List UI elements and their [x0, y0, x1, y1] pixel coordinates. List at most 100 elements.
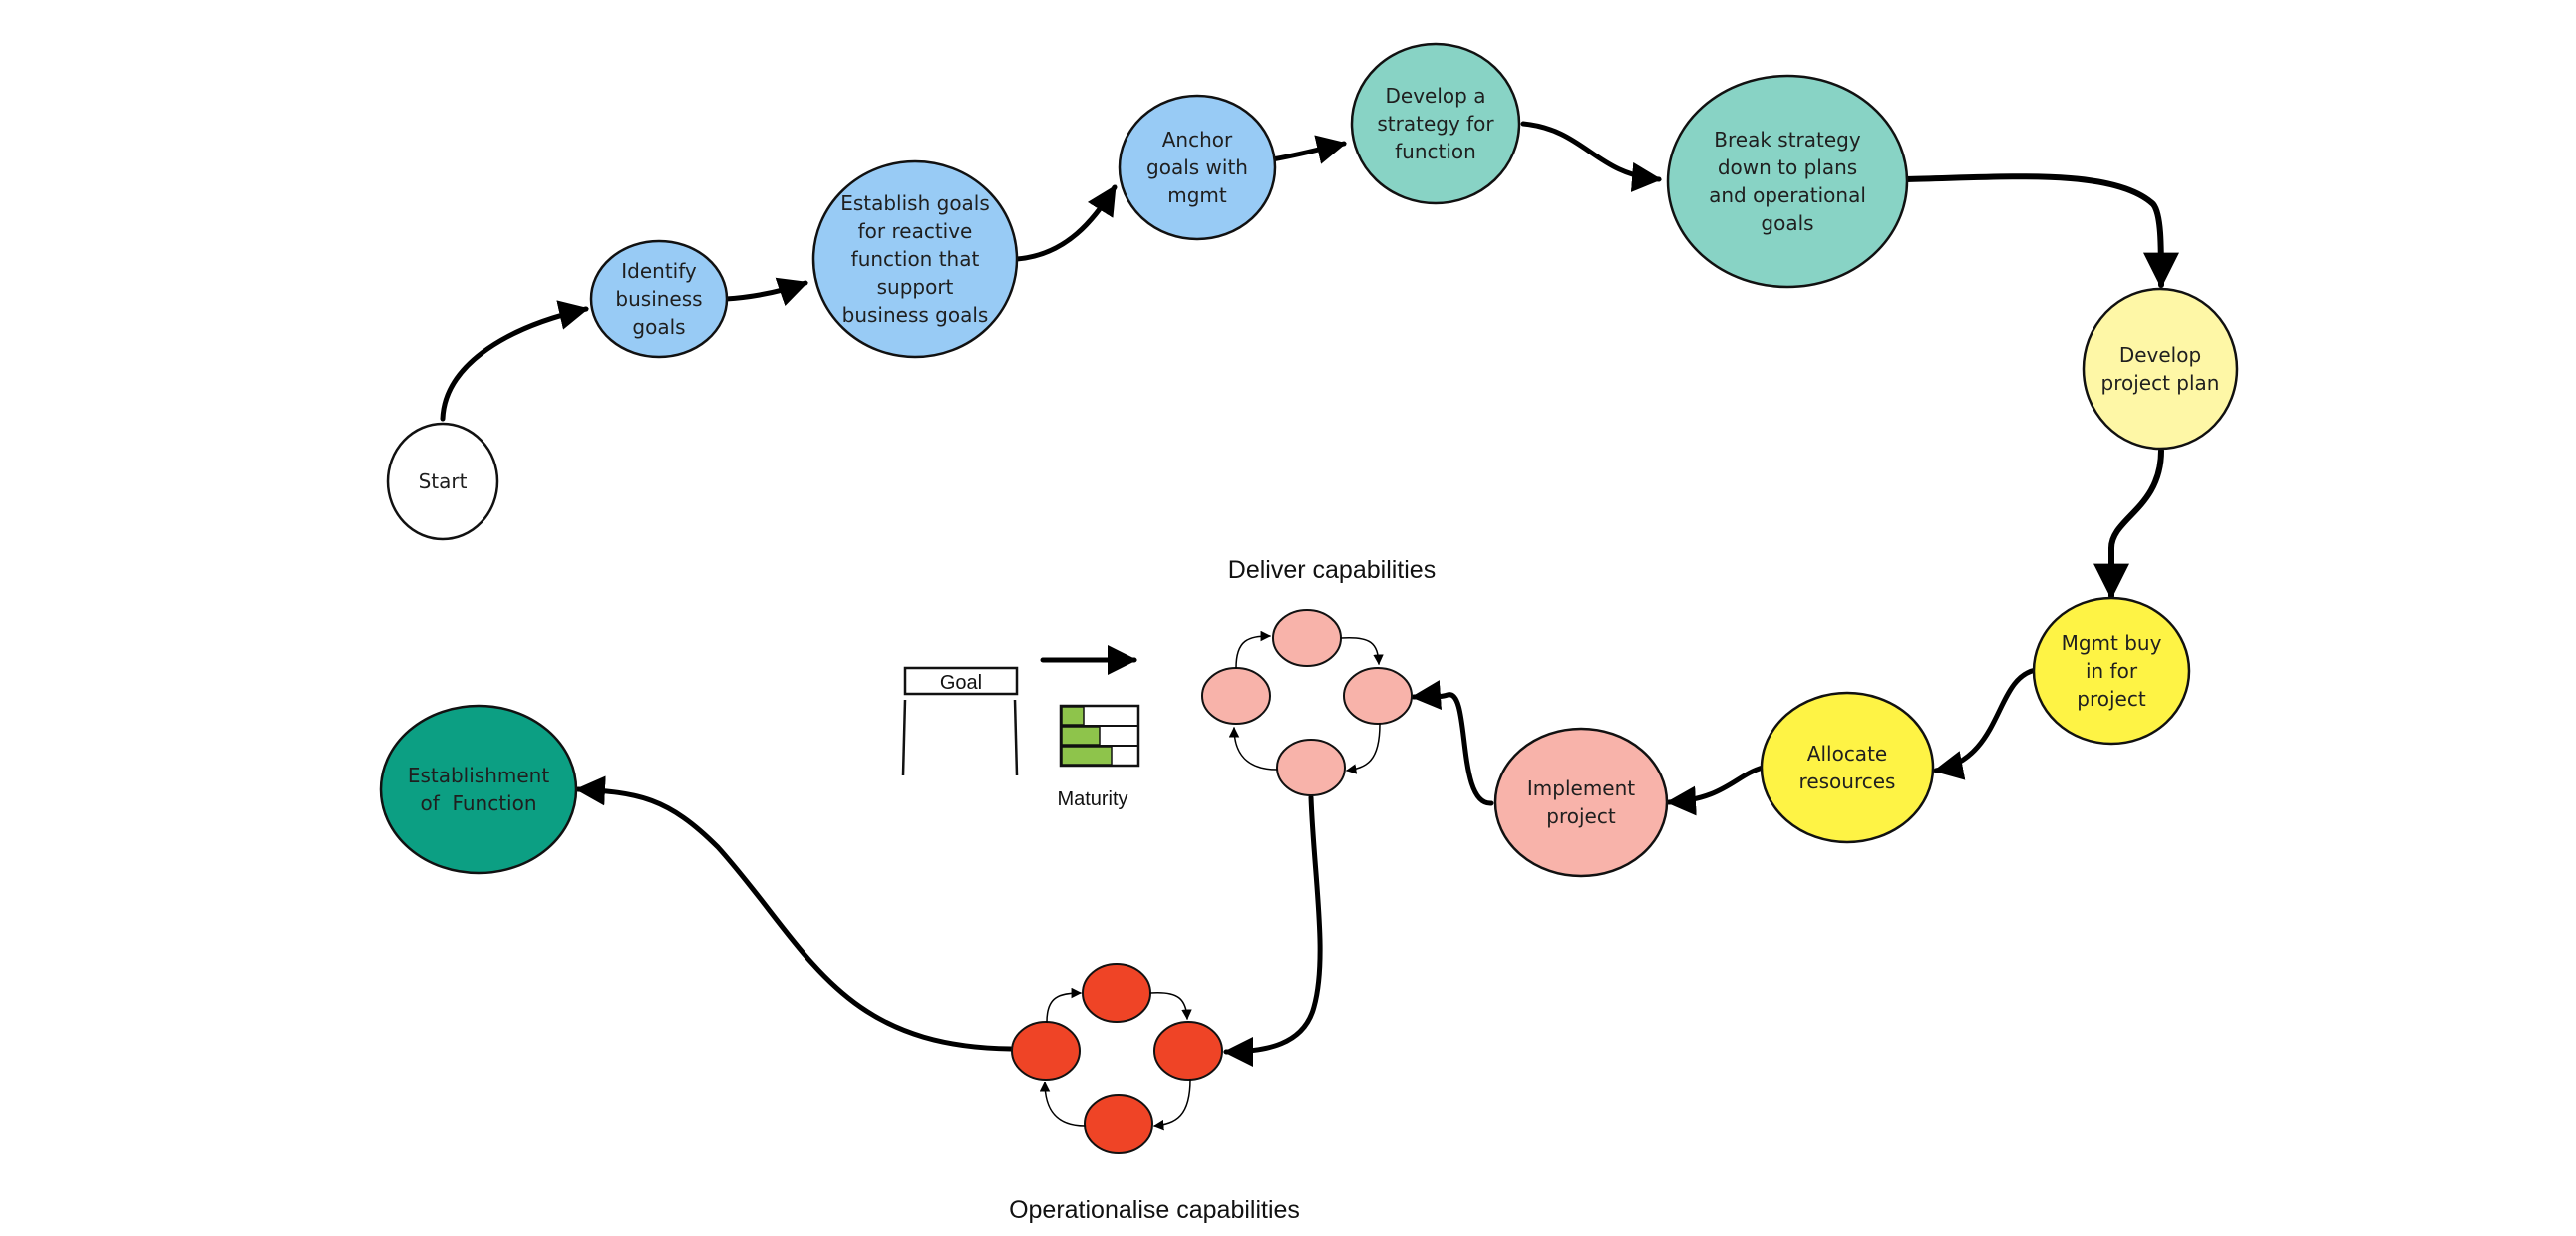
node-start: Start	[386, 422, 499, 541]
node-break-strategy-label: Break strategy down to plans and operation…	[1709, 128, 1866, 235]
deliver-cycle-arrow-3	[1228, 726, 1278, 771]
node-label-line: project	[1546, 804, 1616, 828]
operationalise-cycle-arrow-2	[1152, 1079, 1191, 1131]
node-label-line: and operational	[1709, 183, 1866, 207]
node-label-line: in for	[2086, 659, 2138, 683]
node-label-line: Develop	[2119, 343, 2201, 367]
node-identify-business-goals-shape	[589, 239, 729, 359]
flow-edges	[440, 121, 2179, 1067]
goal-post-icon: Goal	[901, 666, 1019, 776]
node-break-strategy: Break strategy down to plans and operation…	[1666, 74, 1909, 289]
node-implement-project-label: Implement project	[1527, 776, 1635, 828]
deliver-cycle-arrow-2	[1345, 723, 1381, 774]
operationalise-cycle-node-left	[1011, 1021, 1081, 1081]
edge-implement-deliver	[1411, 680, 1494, 806]
node-label-line: goals with	[1146, 155, 1248, 179]
node-label-line: Identify	[621, 259, 697, 283]
node-develop-project-plan: Develop project plan	[2082, 287, 2239, 451]
maturity-bar-3	[1061, 746, 1113, 766]
node-label-line: Allocate	[1807, 742, 1887, 766]
edge-operationalise-establishment	[575, 775, 1014, 1052]
edge-establish-anchor	[1014, 184, 1118, 262]
node-mgmt-buy-in-label: Mgmt buy in for project	[2062, 631, 2162, 711]
maturity-label: Maturity	[1057, 788, 1127, 810]
deliver-cycle-node-left	[1201, 667, 1271, 725]
edge-identify-establish	[723, 277, 808, 307]
edge-buyin-allocate	[1933, 667, 2039, 780]
node-establishment-of-function-label: Establishment of Function	[408, 764, 550, 815]
maturity-bars-icon	[1059, 704, 1140, 768]
node-identify-business-goals: Identify business goals	[589, 239, 729, 359]
edge-projectplan-buyin	[2093, 448, 2164, 600]
node-label-line: resources	[1799, 770, 1896, 793]
node-label-line: goals	[632, 315, 685, 339]
node-label-line: of Function	[420, 791, 536, 815]
node-mgmt-buy-in-shape	[2032, 596, 2191, 746]
node-label-line: Mgmt buy	[2062, 631, 2162, 655]
node-establishment-of-function: Establishment of Function	[379, 704, 578, 875]
goal-label: Goal	[940, 672, 982, 694]
node-label-line: support	[877, 275, 954, 299]
maturity-bar-1	[1061, 706, 1085, 726]
deliver-cycle-node-bottom	[1276, 739, 1346, 796]
node-label-line: Anchor	[1162, 128, 1233, 152]
maturity-bar-2	[1061, 726, 1101, 746]
node-establish-goals-label: Establish goals for reactive function that…	[840, 191, 990, 327]
operationalise-cycle-node-top	[1082, 963, 1151, 1023]
operationalise-capabilities-cycle: Operationalise capabilities	[1009, 963, 1300, 1224]
node-anchor-goals: Anchor goals with mgmt	[1118, 94, 1277, 241]
edge-start-identify	[440, 300, 589, 422]
edge-allocate-implement	[1666, 765, 1766, 816]
operationalise-cycle-arrow-4	[1046, 987, 1083, 1023]
node-implement-project-shape	[1493, 727, 1669, 878]
node-label-line: strategy for	[1377, 112, 1494, 136]
operationalise-cycle-arrow-3	[1039, 1081, 1086, 1127]
edge-strategy-break	[1520, 121, 1662, 192]
node-establish-goals: Establish goals for reactive function that…	[811, 159, 1019, 359]
deliver-cycle-arrow-1	[1340, 636, 1384, 666]
goal-maturity-legend: Goal Maturity	[901, 645, 1140, 810]
node-mgmt-buy-in: Mgmt buy in for project	[2032, 596, 2191, 746]
deliver-cycle-arrow-4	[1235, 630, 1272, 669]
node-label-line: Break strategy	[1714, 128, 1861, 152]
node-anchor-goals-shape	[1118, 94, 1277, 241]
deliver-cycle-node-top	[1272, 609, 1342, 667]
node-label-line: project plan	[2101, 371, 2220, 395]
deliver-cycle-node-right	[1343, 667, 1413, 725]
edge-break-projectplan	[1903, 173, 2179, 289]
node-label-line: project	[2077, 687, 2146, 711]
deliver-capabilities-label: Deliver capabilities	[1228, 556, 1436, 584]
deliver-capabilities-cycle: Deliver capabilities	[1201, 556, 1436, 796]
node-develop-strategy-shape	[1350, 42, 1521, 205]
node-label-line: mgmt	[1167, 183, 1227, 207]
node-allocate-resources: Allocate resources	[1760, 691, 1935, 844]
node-start-shape	[386, 422, 499, 541]
node-develop-project-plan-label: Develop project plan	[2101, 343, 2220, 395]
operationalise-capabilities-label: Operationalise capabilities	[1009, 1196, 1300, 1224]
node-label-line: Establish goals	[840, 191, 990, 215]
node-label-line: for reactive	[858, 219, 973, 243]
node-label-line: function that	[851, 247, 980, 271]
node-break-strategy-shape	[1666, 74, 1909, 289]
node-label-line: down to plans	[1718, 155, 1857, 179]
node-allocate-resources-label: Allocate resources	[1799, 742, 1896, 793]
node-label-line: business	[615, 287, 702, 311]
node-label-line: business goals	[842, 303, 989, 327]
operationalise-cycle-node-bottom	[1084, 1094, 1153, 1154]
node-label-line: Start	[419, 469, 468, 493]
node-identify-business-goals-label: Identify business goals	[615, 259, 702, 339]
node-establish-goals-shape	[811, 159, 1019, 359]
node-develop-project-plan-shape	[2082, 287, 2239, 451]
node-label-line: goals	[1761, 211, 1813, 235]
node-establishment-of-function-shape	[379, 704, 578, 875]
node-implement-project: Implement project	[1493, 727, 1669, 878]
operationalise-cycle-node-right	[1153, 1021, 1223, 1081]
node-anchor-goals-label: Anchor goals with mgmt	[1146, 128, 1248, 207]
node-allocate-resources-shape	[1760, 691, 1935, 844]
operationalise-cycle-arrow-1	[1149, 991, 1192, 1021]
node-label-line: Establishment	[408, 764, 550, 787]
node-start-label: Start	[419, 469, 468, 493]
node-label-line: Implement	[1527, 776, 1635, 800]
